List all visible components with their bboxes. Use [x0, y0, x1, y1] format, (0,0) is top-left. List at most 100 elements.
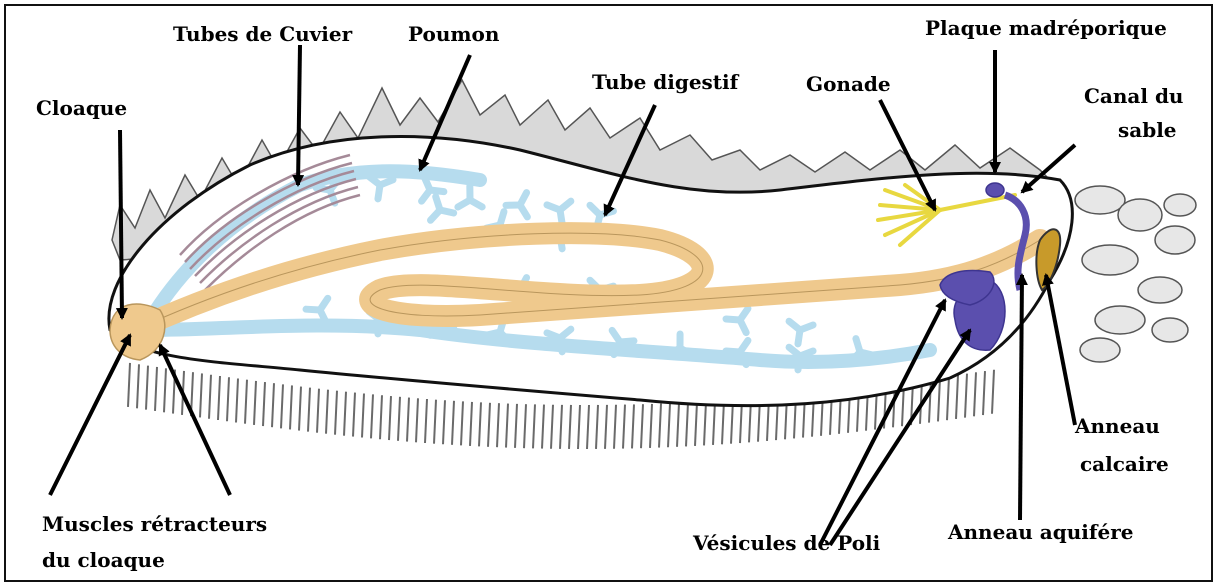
- lung-branch: [860, 352, 874, 355]
- label-calcaire-2: calcaire: [1080, 452, 1169, 476]
- tube-foot: [533, 404, 535, 448]
- tube-foot: [992, 370, 994, 414]
- label-cloaque: Cloaque: [36, 96, 127, 120]
- arrow-muscles-2: [160, 345, 230, 495]
- tube-foot: [299, 387, 301, 431]
- tube-foot: [542, 405, 544, 449]
- tube-foot: [965, 374, 967, 418]
- tube-foot: [623, 405, 625, 449]
- tube-foot: [416, 398, 418, 442]
- tube-foot: [344, 392, 346, 436]
- tube-foot: [695, 402, 697, 446]
- tube-foot: [398, 397, 400, 441]
- tube-foot: [443, 400, 445, 444]
- label-muscles-2: du cloaque: [42, 548, 165, 572]
- tube-foot: [974, 372, 976, 416]
- tube-foot: [551, 405, 553, 449]
- tube-foot: [506, 404, 508, 448]
- tube-foot: [983, 371, 985, 415]
- tube-foot: [704, 401, 706, 445]
- tube-foot: [713, 401, 715, 445]
- tube-foot: [326, 390, 328, 434]
- tube-foot: [209, 375, 211, 419]
- label-canal-2: sable: [1118, 118, 1177, 142]
- arrow-calcaire: [1046, 275, 1075, 425]
- lung-branch: [800, 351, 813, 356]
- label-aquifere: Anneau aquifére: [948, 520, 1133, 544]
- lung-branch: [800, 325, 813, 330]
- tube-foot: [632, 404, 634, 448]
- label-muscles-1: Muscles rétracteurs: [42, 512, 267, 536]
- tube-foot: [641, 404, 643, 448]
- label-canal-1: Canal du: [1084, 84, 1183, 108]
- tube-foot: [335, 391, 337, 435]
- label-calcaire-1: Anneau: [1075, 414, 1160, 438]
- tube-foot: [254, 381, 256, 425]
- tube-foot: [668, 403, 670, 447]
- tube-foot: [488, 403, 490, 447]
- tube-foot: [362, 394, 364, 438]
- tube-foot: [407, 398, 409, 442]
- lung-branch: [547, 333, 560, 338]
- lung-branch: [486, 332, 500, 335]
- arrow-cloaque: [120, 130, 122, 318]
- tube-foot: [200, 373, 202, 417]
- tube-foot: [425, 399, 427, 443]
- tube-foot: [290, 385, 292, 429]
- tube-foot: [128, 363, 130, 407]
- label-digestif: Tube digestif: [592, 70, 738, 94]
- label-gonade: Gonade: [806, 72, 891, 96]
- tube-foot: [479, 402, 481, 446]
- tube-foot: [263, 382, 265, 426]
- tube-foot: [515, 404, 517, 448]
- tube-foot: [938, 377, 940, 421]
- tube-foot: [227, 377, 229, 421]
- tube-foot: [137, 364, 139, 408]
- tube-foot: [578, 405, 580, 449]
- tube-foot: [677, 403, 679, 447]
- oral-tentacles: [1075, 186, 1196, 362]
- label-poli: Vésicules de Poli: [693, 531, 880, 555]
- lung-branch: [547, 205, 560, 210]
- tube-foot: [524, 404, 526, 448]
- tube-foot: [497, 403, 499, 447]
- tube-foot: [461, 401, 463, 445]
- tube-foot: [371, 394, 373, 438]
- lung-branch: [378, 320, 380, 334]
- tube-foot: [956, 375, 958, 419]
- tube-foot: [686, 402, 688, 446]
- arrow-muscles-1: [50, 335, 130, 495]
- label-cuvier: Tubes de Cuvier: [173, 22, 352, 46]
- tube-foot: [560, 405, 562, 449]
- arrow-cuvier: [298, 45, 300, 185]
- tube-foot: [650, 404, 652, 448]
- tube-foot: [146, 366, 148, 410]
- tube-foot: [452, 401, 454, 445]
- tube-foot: [605, 405, 607, 449]
- tube-foot: [236, 378, 238, 422]
- tube-foot: [218, 376, 220, 420]
- tube-foot: [353, 393, 355, 437]
- tube-foot: [614, 405, 616, 449]
- tube-foot: [470, 402, 472, 446]
- tube-foot: [272, 383, 274, 427]
- tube-foot: [164, 368, 166, 412]
- tube-foot: [281, 384, 283, 428]
- tube-foot: [317, 389, 319, 433]
- tube-foot: [947, 376, 949, 420]
- lung-branch: [378, 185, 380, 199]
- tube-foot: [380, 395, 382, 439]
- label-poumon: Poumon: [408, 22, 499, 46]
- tube-foot: [587, 405, 589, 449]
- tube-foot: [596, 405, 598, 449]
- tube-foot: [389, 396, 391, 440]
- tube-foot: [434, 400, 436, 444]
- tube-foot: [155, 367, 157, 411]
- tube-foot: [245, 380, 247, 424]
- arrow-aquifere: [1020, 275, 1022, 520]
- label-madreporique: Plaque madréporique: [925, 16, 1167, 40]
- tube-foot: [722, 400, 724, 444]
- tube-foot: [569, 405, 571, 449]
- tube-foot: [308, 388, 310, 432]
